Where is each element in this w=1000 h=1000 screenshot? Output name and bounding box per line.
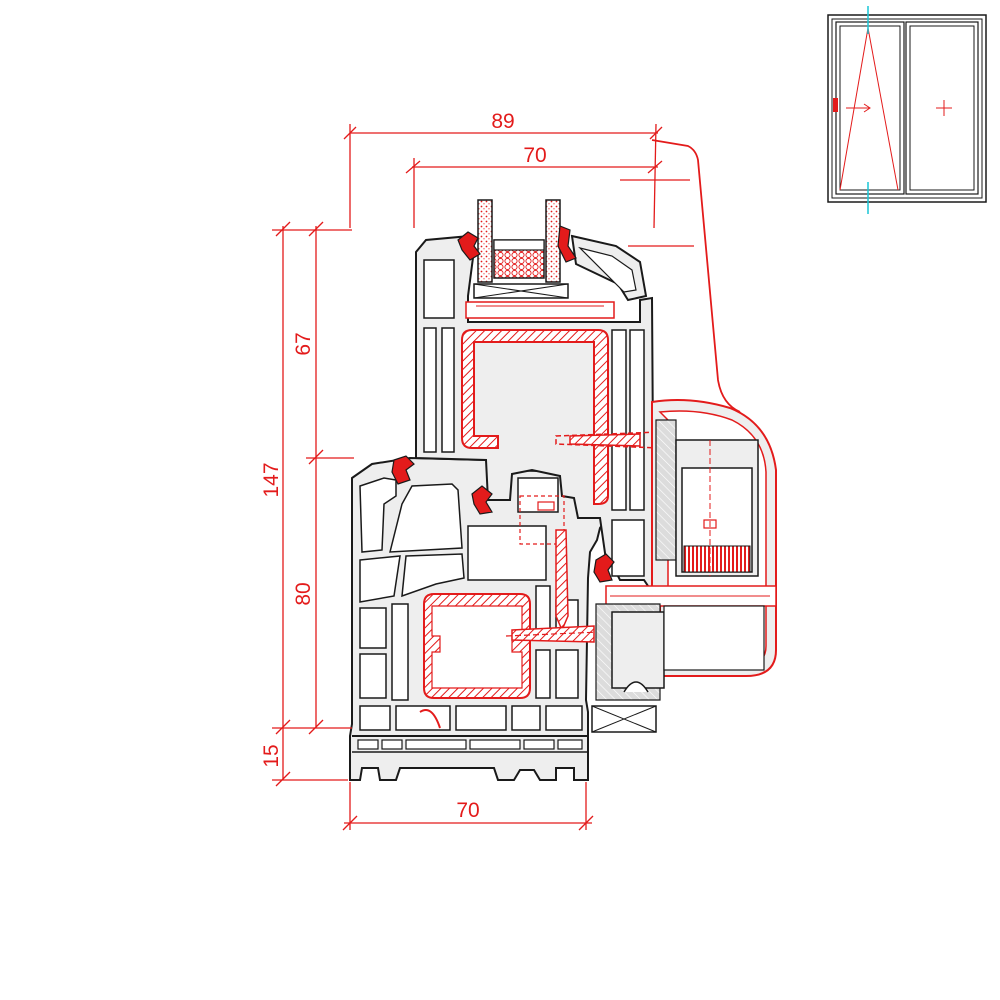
fixing-screws <box>505 431 661 643</box>
window-elevation-icon <box>827 6 987 214</box>
dim-sill-height: 15 <box>260 744 283 767</box>
dimension-lines <box>272 123 694 831</box>
dim-glazing-depth: 70 <box>523 144 546 167</box>
dim-sash-width: 89 <box>491 110 514 133</box>
glazing-unit <box>465 199 615 319</box>
sash-steel-reinforcement <box>461 329 609 505</box>
gaskets <box>391 225 615 583</box>
dim-sash-height: 67 <box>292 332 315 355</box>
dim-frame-width: 70 <box>456 799 479 822</box>
dimension-labels: 89 70 67 147 80 15 70 <box>260 110 547 822</box>
dim-frame-height: 80 <box>292 582 315 605</box>
shutter-box <box>591 139 777 733</box>
frame-steel-reinforcement <box>423 593 531 699</box>
handle-icon <box>833 98 838 112</box>
dim-total-height: 147 <box>260 462 283 497</box>
